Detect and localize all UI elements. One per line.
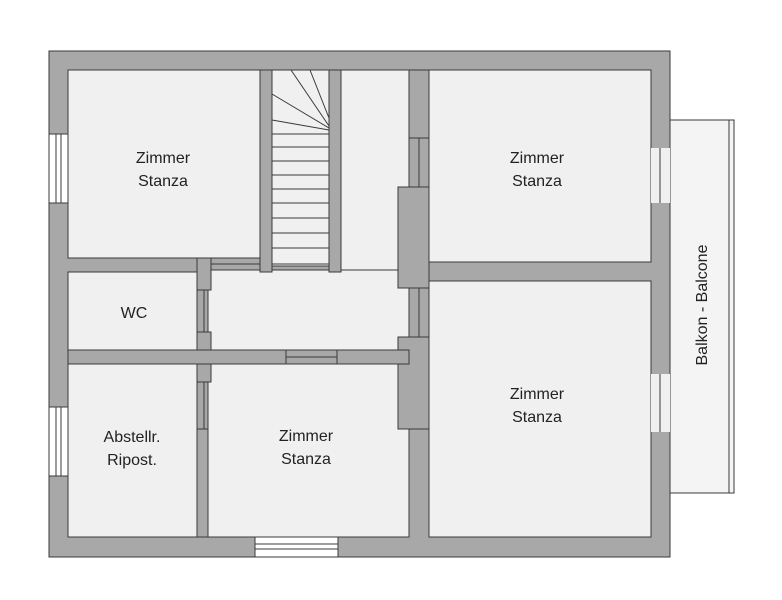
- floor-room-bottom-middle: [207, 363, 410, 538]
- room-label-storage-line1: Abstellr.: [104, 429, 161, 446]
- room-label-wc: WC: [121, 305, 148, 322]
- floor-areas: [67, 69, 652, 538]
- stair-winder: [271, 119, 330, 131]
- stair-wall-left: [259, 69, 273, 273]
- room-label-storage-line2: Ripost.: [107, 452, 157, 469]
- floor-wc: [67, 271, 198, 352]
- door-openings: [203, 138, 420, 429]
- stair-treads: [271, 69, 330, 265]
- windows: [48, 133, 339, 558]
- room-label-top-right-line1: Zimmer: [510, 150, 565, 167]
- room-label-top-left-line1: Zimmer: [136, 150, 191, 167]
- room-label-bottom-right-line2: Stanza: [512, 409, 562, 426]
- balcony-area: [669, 119, 735, 494]
- floor-storage: [67, 363, 198, 538]
- staircase: [271, 69, 330, 267]
- wall-stub-right-2: [397, 186, 430, 289]
- wall-partition-mid: [196, 257, 212, 291]
- stair-winder: [309, 69, 330, 119]
- room-label-top-left-line2: Stanza: [138, 173, 188, 190]
- stair-winder: [271, 93, 330, 129]
- room-label-bottom-middle-line1: Zimmer: [279, 428, 334, 445]
- window-left-lower: [48, 406, 69, 477]
- balcony-label: Balkon - Balcone: [694, 244, 711, 365]
- room-labels: Zimmer Stanza WC Abstellr. Ripost. Zimme…: [104, 150, 711, 469]
- wall-partition-horiz-left: [67, 349, 287, 365]
- floor-room-top-left: [67, 69, 261, 259]
- wall-partition-horiz-right: [336, 349, 410, 365]
- wall-details: [67, 69, 430, 538]
- wall-partition-vert-low: [196, 428, 209, 538]
- wall-stub-right-1: [408, 69, 430, 139]
- stair-winder: [290, 69, 330, 127]
- window-left-upper: [48, 133, 69, 204]
- room-label-bottom-middle-line2: Stanza: [281, 451, 331, 468]
- room-label-top-right-line2: Stanza: [512, 173, 562, 190]
- floor-room-bottom-right: [428, 280, 652, 538]
- floor-hallway-lower: [207, 269, 410, 351]
- stair-wall-right: [328, 69, 342, 273]
- window-bottom: [254, 536, 339, 558]
- balcony-openings: [651, 148, 670, 432]
- room-label-bottom-right-line1: Zimmer: [510, 386, 565, 403]
